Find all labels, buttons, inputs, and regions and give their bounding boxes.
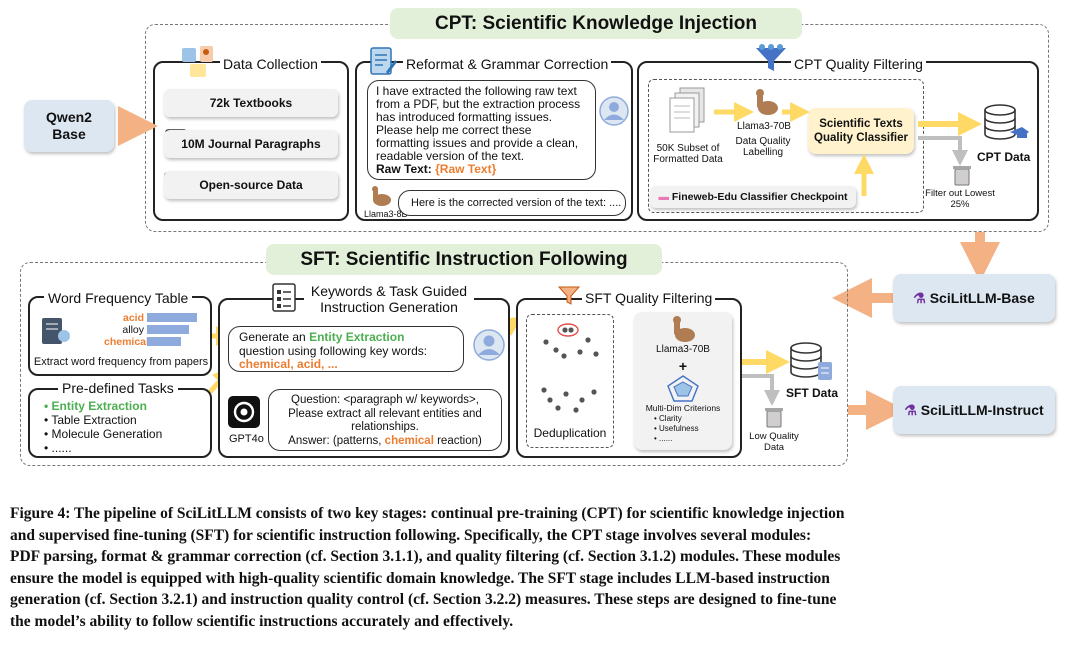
criteria-list: • Clarity • Usefulness • ...... — [654, 414, 699, 444]
quality-classifier-box: Scientific Texts Quality Classifier — [808, 108, 914, 154]
criteria-item: • Usefulness — [654, 424, 699, 433]
data-collection-icon — [182, 46, 213, 77]
funnel-icon — [756, 44, 786, 71]
textbooks-item: 72k Textbooks — [164, 89, 338, 117]
llama-labeller-icon — [756, 89, 778, 115]
figure-caption: Figure 4: The pipeline of SciLitLLM cons… — [10, 503, 1072, 632]
journal-paragraphs-item: 10M Journal Paragraphs — [164, 130, 338, 158]
low-quality-label: Low Quality Data — [749, 431, 799, 453]
checklist-icon — [272, 283, 296, 312]
cpt-filter-inner-frame — [648, 79, 924, 213]
arrow-criteria-to-trash — [736, 374, 780, 406]
data-collection-header: Data Collection — [220, 56, 321, 72]
task-list: • Entity Extraction • Table Extraction •… — [44, 399, 162, 455]
raw-text-value: {Raw Text} — [435, 162, 497, 176]
funnel-icon — [558, 286, 580, 305]
trash-icon — [953, 166, 971, 186]
predefined-tasks-panel — [28, 388, 212, 458]
dedup-frame — [526, 314, 614, 448]
caption-line: ensure the model is equipped with high-q… — [10, 569, 830, 587]
user-avatar-icon — [599, 96, 629, 126]
word-frequency-caption: Extract word frequency from papers — [33, 356, 209, 368]
reformat-response-bubble: Here is the corrected version of the tex… — [398, 190, 626, 216]
caption-line: PDF parsing, format & grammar correction… — [10, 548, 841, 565]
word-alloy: alloy — [122, 324, 144, 336]
labeller-desc-label: Data Quality Labelling — [735, 136, 791, 158]
task-item: • Table Extraction — [44, 413, 137, 427]
instruction-generation-header: Keywords & Task Guided Instruction Gener… — [304, 283, 474, 315]
fineweb-icon: ▬ — [658, 191, 672, 203]
dedup-points — [541, 323, 599, 413]
radar-chart-icon — [667, 375, 699, 402]
task-item: • Entity Extraction — [44, 399, 147, 413]
trash-icon — [765, 408, 783, 428]
caption-line: and supervised fine-tuning (SFT) for sci… — [10, 526, 812, 544]
task-item: • Molecule Generation — [44, 427, 163, 441]
sft-filter-model-label: Llama3-70B — [656, 344, 710, 355]
reformat-prompt-text: I have extracted the following raw text … — [376, 84, 581, 163]
labeller-model-label: Llama3-70B — [737, 121, 791, 132]
word-acid: acid — [122, 312, 144, 324]
user-avatar-icon — [473, 329, 505, 361]
llama-icon — [673, 316, 695, 342]
gpt4o-logo-icon — [228, 396, 260, 428]
sft-stage-title: SFT: Scientific Instruction Following — [266, 244, 662, 275]
open-source-item: Open-source Data — [164, 171, 338, 199]
plus-sign: + — [678, 358, 688, 374]
cpt-stage-title: CPT: Scientific Knowledge Injection — [390, 8, 802, 39]
generation-answer-bubble: Question: <paragraph w/ keywords>, Pleas… — [268, 389, 502, 451]
word-list: acid alloy chemical — [104, 312, 149, 348]
llama-icon — [372, 186, 391, 206]
scilitllm-logo-icon: ⚗ — [913, 290, 930, 306]
task-item: • ...... — [44, 441, 72, 455]
reformat-header: Reformat & Grammar Correction — [403, 56, 612, 72]
arrow-classifier-to-trash — [918, 136, 968, 166]
paper-microscope-icon — [42, 318, 70, 344]
gpt4o-label: GPT4o — [229, 433, 264, 445]
fineweb-checkpoint-box: ▬ Fineweb-Edu Classifier Checkpoint — [650, 186, 856, 208]
generation-prompt-bubble: Generate an Entity Extraction question u… — [228, 326, 464, 372]
sft-filtering-header: SFT Quality Filtering — [582, 290, 716, 306]
freq-bar-acid — [147, 313, 197, 322]
freq-bar-chemical — [147, 337, 181, 346]
qwen2-base-model: Qwen2 Base — [24, 100, 114, 152]
reformat-llm-label: Llama3-8B — [364, 209, 408, 219]
cpt-filtering-header: CPT Quality Filtering — [791, 56, 926, 72]
criteria-item: • ...... — [654, 434, 673, 443]
scilitllm-instruct-model: ⚗ SciLitLLM-Instruct — [893, 386, 1055, 434]
reformat-prompt-bubble: I have extracted the following raw text … — [367, 80, 596, 180]
formatted-subset-label: 50K Subset of Formatted Data — [653, 143, 723, 165]
criteria-title: Multi-Dim Criterions — [645, 403, 721, 413]
dedup-label: Deduplication — [533, 426, 607, 440]
word-frequency-header: Word Frequency Table — [44, 290, 193, 306]
caption-line: Figure 4: The pipeline of SciLitLLM cons… — [10, 505, 845, 522]
predefined-tasks-header: Pre-defined Tasks — [58, 380, 178, 396]
cpt-data-label: CPT Data — [977, 150, 1031, 164]
freq-bar-alloy — [147, 325, 189, 334]
formatted-data-stack-icon — [669, 87, 705, 133]
filter-out-label: Filter out Lowest 25% — [925, 188, 995, 210]
caption-line: the model’s ability to follow scientific… — [10, 612, 514, 630]
cpt-database-icon — [984, 104, 1029, 140]
raw-text-label: Raw Text: — [376, 162, 436, 176]
sft-data-label: SFT Data — [786, 386, 839, 400]
caption-line: generation (cf. Section 3.2.1) and instr… — [10, 591, 837, 608]
word-chemical: chemical — [104, 336, 149, 348]
document-edit-icon — [370, 47, 397, 75]
scilitllm-base-model: ⚗ SciLitLLM-Base — [893, 274, 1055, 322]
criteria-item: • Clarity — [654, 414, 682, 423]
scilitllm-logo-icon: ⚗ — [904, 402, 921, 418]
sft-database-icon — [790, 342, 832, 380]
